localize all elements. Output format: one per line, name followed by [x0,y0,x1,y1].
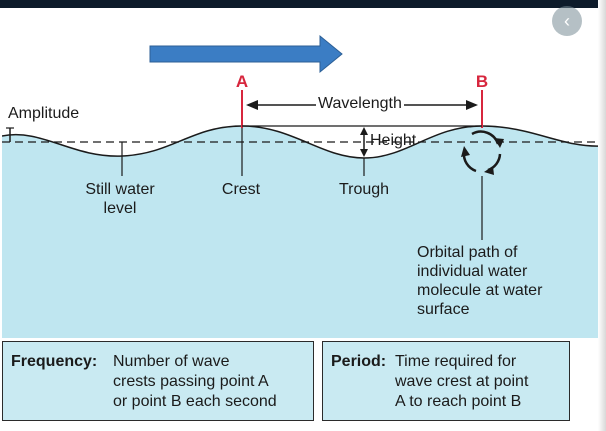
point-b-label: B [475,72,489,91]
height-label: Height [370,132,417,149]
orbital-path-icon [461,130,504,175]
orbital-path-label: Orbital path of individual water molecul… [417,244,543,318]
height-arrowhead-top [360,127,368,135]
wave-diagram [2,34,602,338]
period-definition: Time required for wave crest at point A … [395,353,529,410]
point-a-label: A [235,72,249,91]
chevron-left-icon[interactable]: ‹ [552,6,582,36]
page-edge-shadow [598,0,606,431]
height-arrowhead-bottom [360,149,368,157]
trough-label: Trough [338,181,390,198]
frequency-definition-box: Frequency: Number of wave crests passing… [2,341,314,421]
direction-arrow [149,34,343,74]
top-border [0,0,606,8]
frequency-definition: Number of wave crests passing point A or… [113,353,277,410]
amplitude-label: Amplitude [8,105,80,122]
wave-diagram-panel: A B Wavelength Height Amplitude Still wa… [2,8,602,428]
period-definition-box: Period: Time required for wave crest at … [322,341,570,421]
still-water-level-label: Still water level [85,181,155,217]
wavelength-arrowhead-left [246,100,258,110]
period-term: Period: [331,353,387,370]
crest-label: Crest [221,181,261,198]
water-body [2,126,602,338]
wavelength-label: Wavelength [316,95,404,113]
wavelength-arrowhead-right [466,100,478,110]
frequency-term: Frequency: [11,353,98,370]
